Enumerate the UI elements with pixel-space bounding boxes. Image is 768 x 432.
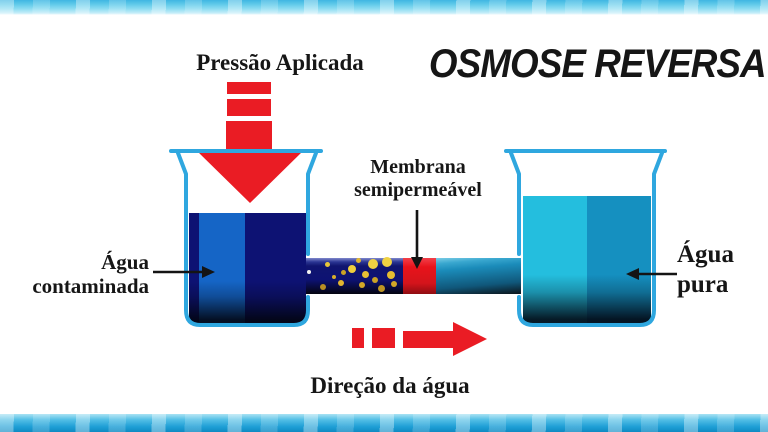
flow-direction-label: Direção da água — [310, 373, 470, 398]
pure-pointer-arrow-icon — [626, 268, 677, 280]
particle — [387, 271, 395, 279]
contaminated-pointer-arrow-icon — [153, 266, 215, 278]
particle — [340, 269, 346, 275]
flow-arrow-icon — [352, 328, 364, 348]
particle — [348, 265, 356, 273]
particle — [372, 277, 378, 283]
membrane-label: Membrana semipermeável — [316, 156, 520, 202]
particle — [368, 259, 378, 269]
tube-clean-section — [436, 258, 521, 294]
membrane-pointer-arrow-icon — [411, 210, 423, 269]
flow-arrow-icon — [453, 322, 487, 356]
contaminated-water-label: Água contaminada — [16, 250, 149, 298]
pure-water-label: Água pura — [677, 240, 768, 300]
particle — [361, 270, 369, 278]
particle — [359, 282, 365, 288]
particle — [307, 270, 311, 274]
particle — [338, 280, 344, 286]
particle — [382, 257, 392, 267]
pure-water — [523, 196, 651, 323]
top-water-border — [0, 0, 768, 15]
particle — [377, 284, 385, 292]
particle — [391, 281, 397, 287]
pressure-arrow-icon — [227, 99, 271, 116]
particle — [332, 275, 336, 279]
particle — [320, 284, 326, 290]
page-title: OSMOSE REVERSA — [428, 42, 767, 86]
left-beaker-outline — [169, 149, 323, 327]
right-beaker-outline — [504, 149, 667, 327]
pressure-arrow-icon — [227, 82, 271, 94]
particle — [355, 257, 361, 263]
bottom-water-border — [0, 414, 768, 432]
membrane-label-line2: semipermeável — [354, 179, 482, 201]
contaminated-water — [189, 213, 306, 323]
particle — [324, 261, 330, 267]
contaminated-label-line1: Água — [101, 250, 149, 274]
flow-arrow-icon — [403, 331, 454, 348]
pressure-arrow-icon — [197, 151, 303, 203]
membrane-label-line1: Membrana — [370, 156, 466, 178]
pressure-arrow-icon — [226, 121, 272, 152]
flow-arrow-icon — [372, 328, 395, 348]
pressure-label: Pressão Aplicada — [196, 50, 364, 75]
contaminated-label-line2: contaminada — [32, 274, 149, 298]
pure-label-line2: pura — [677, 271, 729, 298]
pure-label-line1: Água — [677, 241, 734, 268]
